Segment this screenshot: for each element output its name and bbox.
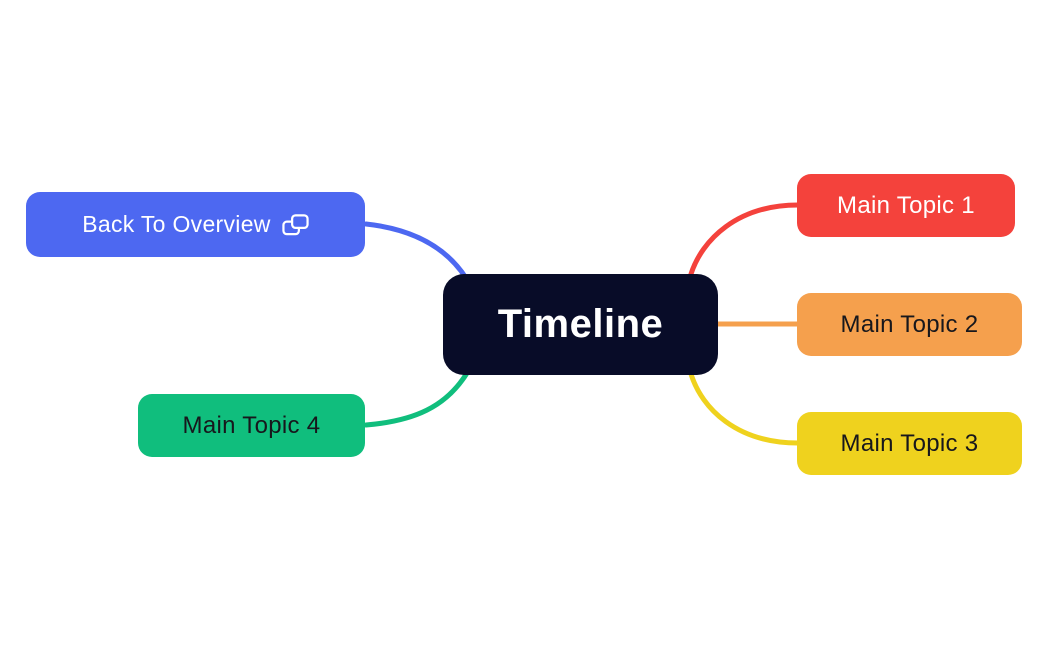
main-topic-2-node[interactable]: Main Topic 2 <box>797 293 1022 356</box>
back-to-overview-node[interactable]: Back To Overview <box>26 192 365 257</box>
central-topic-label: Timeline <box>497 302 664 346</box>
main-topic-2-label: Main Topic 2 <box>840 310 979 338</box>
linked-boards-icon <box>282 213 309 237</box>
back-to-overview-label: Back To Overview <box>82 211 271 237</box>
connector-timeline-back-overview <box>363 221 469 281</box>
connector-timeline-topic1 <box>688 202 801 277</box>
main-topic-3-node[interactable]: Main Topic 3 <box>797 412 1022 475</box>
central-topic-node[interactable]: Timeline <box>443 274 718 375</box>
connector-timeline-topic4 <box>363 370 470 428</box>
main-topic-1-node[interactable]: Main Topic 1 <box>797 174 1015 237</box>
main-topic-4-label: Main Topic 4 <box>182 411 321 439</box>
main-topic-3-label: Main Topic 3 <box>840 429 979 457</box>
main-topic-4-node[interactable]: Main Topic 4 <box>138 394 365 457</box>
connector-timeline-topic3 <box>688 371 801 446</box>
main-topic-1-label: Main Topic 1 <box>837 191 975 219</box>
